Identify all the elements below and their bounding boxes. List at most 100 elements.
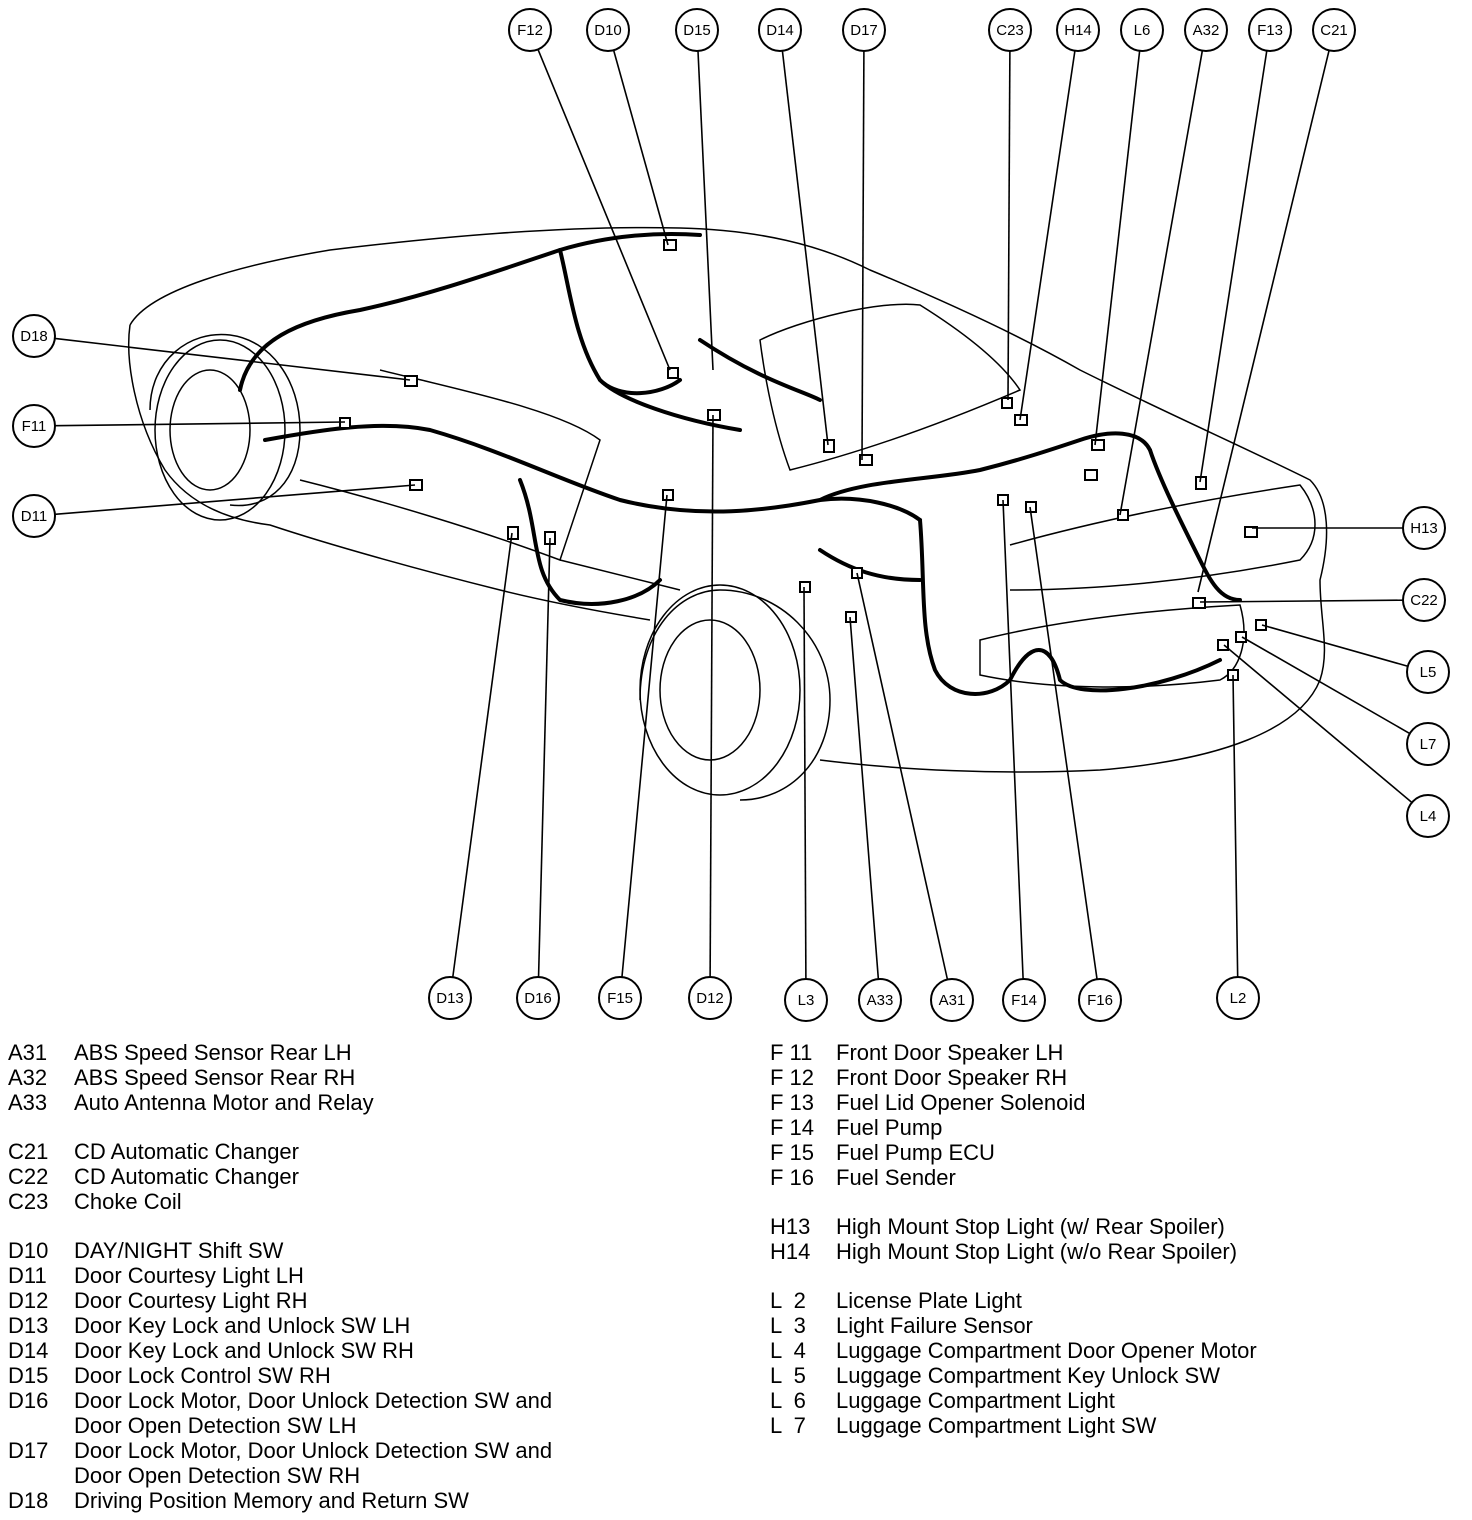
legend-spacer [770, 1190, 1257, 1214]
legend-code: L 4 [770, 1338, 806, 1363]
legend-entry: L 6 Luggage Compartment Light [770, 1388, 1257, 1413]
callout-circle-d15 [675, 8, 719, 52]
callout-circle-f12 [508, 8, 552, 52]
legend-code: D17 [8, 1438, 49, 1463]
legend-code: F 14 [770, 1115, 815, 1140]
legend-description: Fuel Pump ECU [836, 1140, 995, 1165]
legend-code: A33 [8, 1090, 48, 1115]
legend-code: F 16 [770, 1165, 815, 1190]
legend-description: Front Door Speaker LH [836, 1040, 1064, 1065]
callout-label-d16: D16 [524, 990, 552, 1007]
leader-line-c21 [1197, 50, 1330, 593]
legend-entry: D17 Door Lock Motor, Door Unlock Detectio… [8, 1438, 552, 1463]
callout-circle-a33 [858, 978, 902, 1022]
legend-description: Fuel Pump [836, 1115, 943, 1140]
leader-line-a33 [849, 616, 880, 980]
leader-line-d15 [697, 50, 714, 371]
legend-description: Auto Antenna Motor and Relay [74, 1090, 374, 1115]
legend-description: Driving Position Memory and Return SW [74, 1488, 469, 1513]
leader-line-f15 [621, 494, 668, 978]
leader-line-l6 [1094, 50, 1141, 446]
legend-code: D15 [8, 1363, 49, 1388]
legend-description: High Mount Stop Light (w/ Rear Spoiler) [836, 1214, 1225, 1239]
callout-circle-a32 [1184, 8, 1228, 52]
leader-line-c23 [1007, 50, 1011, 401]
legend-description: ABS Speed Sensor Rear RH [74, 1065, 356, 1090]
callout-circle-l7 [1406, 722, 1450, 766]
legend-entry: L 5 Luggage Compartment Key Unlock SW [770, 1363, 1257, 1388]
callout-label-d18: D18 [20, 328, 48, 345]
leader-line-d18 [54, 337, 411, 381]
legend-code: D16 [8, 1388, 49, 1413]
legend-code: L 5 [770, 1363, 806, 1388]
callout-circle-d10 [586, 8, 630, 52]
legend-description: CD Automatic Changer [74, 1164, 299, 1189]
callout-label-f12: F12 [517, 22, 543, 39]
legend-description: Luggage Compartment Light SW [836, 1413, 1157, 1438]
legend-code: D18 [8, 1488, 49, 1513]
callout-label-c22: C22 [1410, 592, 1438, 609]
leader-line-d14 [781, 50, 829, 446]
leader-line-f14 [1002, 499, 1024, 980]
callout-circle-l4 [1406, 794, 1450, 838]
legend-description: Fuel Sender [836, 1165, 956, 1190]
legend-code: L 6 [770, 1388, 806, 1413]
legend-spacer [8, 1214, 552, 1238]
leader-line-d13 [451, 532, 513, 978]
callout-circle-d12 [688, 976, 732, 1020]
leader-line-a31 [856, 572, 949, 980]
legend-description: Luggage Compartment Key Unlock SW [836, 1363, 1220, 1388]
legend-entry: F 14 Fuel Pump [770, 1115, 1257, 1140]
legend-code: D13 [8, 1313, 49, 1338]
legend-entry: A33 Auto Antenna Motor and Relay [8, 1090, 552, 1115]
callout-circle-f14 [1002, 978, 1046, 1022]
callout-circle-d13 [428, 976, 472, 1020]
legend-description: Door Lock Motor, Door Unlock Detection S… [74, 1438, 553, 1463]
legend-code: F 15 [770, 1140, 815, 1165]
leader-line-a32 [1119, 50, 1204, 516]
callout-label-d10: D10 [594, 22, 622, 39]
legend-description: Luggage Compartment Light [836, 1388, 1115, 1413]
callout-label-c21: C21 [1320, 22, 1348, 39]
callout-label-d11: D11 [21, 508, 47, 525]
legend-description: DAY/NIGHT Shift SW [74, 1238, 284, 1263]
callout-label-a31: A31 [939, 992, 966, 1009]
legend-code: L 3 [770, 1313, 806, 1338]
callout-circle-a31 [930, 978, 974, 1022]
leader-line-d10 [612, 50, 669, 246]
legend-code: A31 [8, 1040, 48, 1065]
legend-description: Door Open Detection SW RH [74, 1463, 361, 1488]
leader-line-l4 [1223, 644, 1413, 804]
legend-code: F 13 [770, 1090, 815, 1115]
legend-code: L 2 [770, 1288, 806, 1313]
callout-label-f16: F16 [1087, 992, 1113, 1009]
legend-entry: C22 CD Automatic Changer [8, 1164, 552, 1189]
legend-description: Fuel Lid Opener Solenoid [836, 1090, 1086, 1115]
legend-code: D14 [8, 1338, 49, 1363]
callout-circle-f16 [1078, 978, 1122, 1022]
legend-description: Door Lock Motor, Door Unlock Detection S… [74, 1388, 553, 1413]
callout-label-f15: F15 [607, 990, 633, 1007]
legend-entry: F 15 Fuel Pump ECU [770, 1140, 1257, 1165]
callout-circle-d18 [12, 314, 56, 358]
legend-entry: F 13 Fuel Lid Opener Solenoid [770, 1090, 1257, 1115]
callout-leader-lines [54, 49, 1413, 980]
callout-circle-l6 [1120, 8, 1164, 52]
callout-label-h13: H13 [1410, 520, 1438, 537]
callout-label-c23: C23 [996, 22, 1024, 39]
leader-line-f11 [54, 421, 346, 427]
legend-code: C22 [8, 1164, 49, 1189]
callout-circle-h13 [1402, 506, 1446, 550]
leader-line-d11 [54, 484, 416, 516]
